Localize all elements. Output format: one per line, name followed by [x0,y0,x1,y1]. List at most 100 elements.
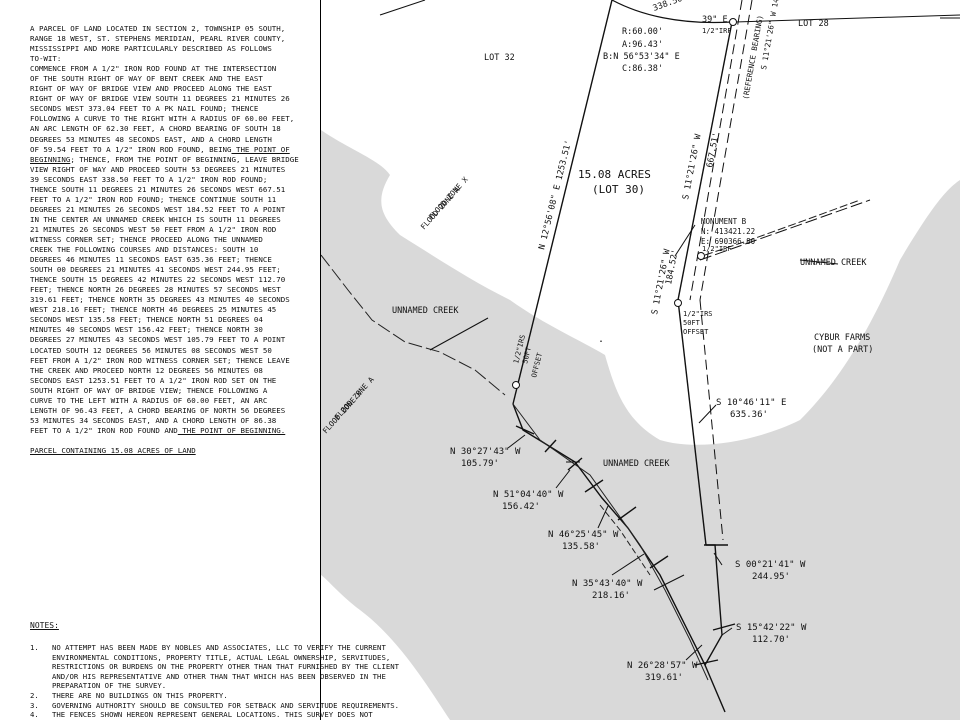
course-6-dist: 135.58' [562,542,600,552]
description-line: LOCATED SOUTH 12 DEGREES 56 MINUTES 08 S… [30,345,272,355]
parcel-summary: PARCEL CONTAINING 15.08 ACRES OF LAND [30,445,196,455]
east-line-tail [704,664,726,713]
point-of-beginning-ref: THE POINT OF [231,144,290,154]
monument-b-label: MONUMENT B [701,217,747,226]
adjacent-lot-lines [379,0,960,261]
note-line: RESTRICTIONS OR BURDENS ON THE PROPERTY … [30,662,400,672]
course-4-bearing: N 26°28'57" W [627,661,698,671]
top-cut-dist: 338.50' [652,0,689,14]
note-line: ENVIRONMENTAL CONDITIONS, PROPERTY TITLE… [30,652,391,662]
description-line: CURVE TO THE LEFT WITH A RADIUS OF 60.00… [30,395,268,405]
east-line-1-bearing: S 11°21'26" W [681,132,704,200]
description-line: CREEK THE FOLLOWING COURSES AND DISTANCE… [30,245,259,255]
lot-28-label: LOT 28 [798,19,829,29]
description-line: FEET TO A 1/2" IRON ROD FOUND; THENCE CO… [30,194,277,204]
iron-rod-markers [512,18,737,389]
curve-chord: C:86.38' [622,64,663,74]
lot-32-label: LOT 32 [484,53,515,63]
description-line: THENCE SOUTH 11 DEGREES 21 MINUTES 26 SE… [30,184,286,194]
course-2-dist: 244.95' [752,572,790,582]
unnamed-creek-west: UNNAMED CREEK [392,306,459,316]
note-line: AND/OR HIS REPRESENTATIVE AND OTHER THAN… [30,671,386,681]
description-line: THENCE SOUTH 15 DEGREES 42 MINUTES 22 SE… [30,275,286,285]
course-3-bearing: S 15°42'22" W [736,623,807,633]
west-boundary-line [512,0,613,405]
course-2-bearing: S 00°21'41" W [735,560,806,570]
description-line: THE CREEK AND PROCEED NORTH 12 DEGREES 5… [30,365,263,375]
description-line: FEET; THENCE NORTH 26 DEGREES 28 MINUTES… [30,285,281,295]
irs-east-marker [674,299,682,307]
description-line: A PARCEL OF LAND LOCATED IN SECTION 2, T… [30,24,286,33]
irs-east-2: 50FT [683,319,701,327]
description-line: TO-WIT: [30,54,62,64]
unnamed-creek-east: UNNAMED CREEK [800,258,867,268]
description-line: 53 MINUTES 34 SECONDS EAST, AND A CHORD … [30,415,277,425]
description-line: DEGREES 27 MINUTES 43 SECONDS WEST 105.7… [30,335,286,345]
note-line: PREPARATION OF THE SURVEY. [30,681,167,691]
acres-label: 15.08 ACRES [578,168,651,181]
description-line: MISSISSIPPI AND MORE PARTICULARLY DESCRI… [30,44,272,54]
description-line: 21 MINUTES 26 SECONDS WEST 50 FEET FROM … [30,224,277,234]
description-line: VIEW RIGHT OF WAY AND PROCEED SOUTH 53 D… [30,164,286,174]
flood-zone-a-shading [321,130,960,720]
cybur-not-a-part: (NOT A PART) [812,345,873,355]
course-1-dist: 635.36' [730,410,768,420]
description-line: MINUTES 40 SECONDS WEST 156.42 FEET; THE… [30,325,263,335]
irs-west-marker [512,381,520,389]
leader-lines [429,224,839,661]
course-7-dist: 156.42' [502,502,540,512]
monument-n: N: 413421.22 [701,227,755,236]
description-line: OF THE SOUTH RIGHT OF WAY OF BENT CREEK … [30,74,263,84]
description-line: FEET TO A 1/2" IRON ROD FOUND AND THE PO… [30,425,286,435]
unnamed-creek-south: UNNAMED CREEK [603,459,670,469]
course-5-bearing: N 35°43'40" W [572,579,643,589]
course-5-dist: 218.16' [592,591,630,601]
west-line-label: N 12°56'08" E 1253.51' [537,139,574,251]
reference-bearing-lines [689,0,753,541]
note-line: 3. GOVERNING AUTHORITY SHOULD BE CONSULT… [30,700,400,710]
creek-tick-marks [515,425,736,666]
description-line: DEGREES 46 MINUTES 11 SECONDS EAST 635.3… [30,255,272,265]
description-line: AN ARC LENGTH OF 62.30 FEET, A CHORD BEA… [30,124,281,134]
description-line: COMMENCE FROM A 1/2" IRON ROD FOUND AT T… [30,64,277,74]
description-line: DEGREES 53 MINUTES 48 SECONDS EAST, AND … [30,134,272,144]
description-line: SECONDS WEST 373.04 FEET TO A PK NAIL FO… [30,104,259,114]
description-line: BEGINNING; THENCE, FROM THE POINT OF BEG… [30,154,299,164]
description-line: SECONDS EAST 1253.51 FEET TO A 1/2" IRON… [30,375,277,385]
description-line: RIGHT OF WAY OF BRIDGE VIEW SOUTH 11 DEG… [30,94,290,104]
cybur-farms-label: CYBUR FARMS [814,333,870,343]
creek-lines [321,199,861,681]
note-line: 2. THERE ARE NO BUILDINGS ON THIS PROPER… [30,690,228,700]
course-8-dist: 105.79' [461,459,499,469]
legal-description: A PARCEL OF LAND LOCATED IN SECTION 2, T… [30,24,314,456]
irf-top-marker [729,18,737,26]
notes-title: NOTES: [30,621,59,630]
course-3-dist: 112.70' [752,635,790,645]
center-dot: . [598,334,604,345]
reference-bearing-value: S 11°21'26" W 147 [759,0,781,70]
irf-top-label: 1/2"IRF [702,27,732,35]
description-line: SOUTH 00 DEGREES 21 MINUTES 41 SECONDS W… [30,265,281,275]
flood-zone-a-upper: FLOOD ZONE A [419,185,462,232]
description-line: FOLLOWING A CURVE TO THE RIGHT WITH A RA… [30,114,295,124]
description-line: 319.61 FEET; THENCE NORTH 35 DEGREES 43 … [30,295,290,305]
description-line: SECONDS WEST 135.58 FEET; THENCE NORTH 5… [30,315,263,325]
description-line: DEGREES 21 MINUTES 26 SECONDS WEST 184.5… [30,204,286,214]
monument-e: E: 690366.80 [701,237,756,246]
description-line: SOUTH RIGHT OF WAY OF BRIDGE VIEW; THENC… [30,385,268,395]
point-of-beginning-end: THE POINT OF BEGINNING. [177,425,286,435]
description-line: RIGHT OF WAY OF BRIDGE VIEW AND PROCEED … [30,84,272,94]
course-4-dist: 319.61' [645,673,683,683]
description-line: RANGE 18 WEST, ST. STEPHENS MERIDIAN, PE… [30,34,286,44]
course-1-bearing: S 10°46'11" E [716,398,786,408]
top-cut-bearing: 39" E [702,15,728,25]
description-line: OF 59.54 FEET TO A 1/2" IRON ROD FOUND, … [30,144,290,154]
east-boundary-line [677,21,733,301]
irs-east-1: 1/2"IRS [683,310,713,318]
curve-line [611,0,733,24]
description-line: FEET FROM A 1/2" IRON ROD WITNESS CORNER… [30,355,290,365]
course-6-bearing: N 46°25'45" W [548,530,619,540]
course-7-bearing: N 51°04'40" W [493,490,564,500]
description-line: LENGTH OF 96.43 FEET, A CHORD BEARING OF… [30,405,286,415]
east-boundary-line-2 [677,299,707,546]
